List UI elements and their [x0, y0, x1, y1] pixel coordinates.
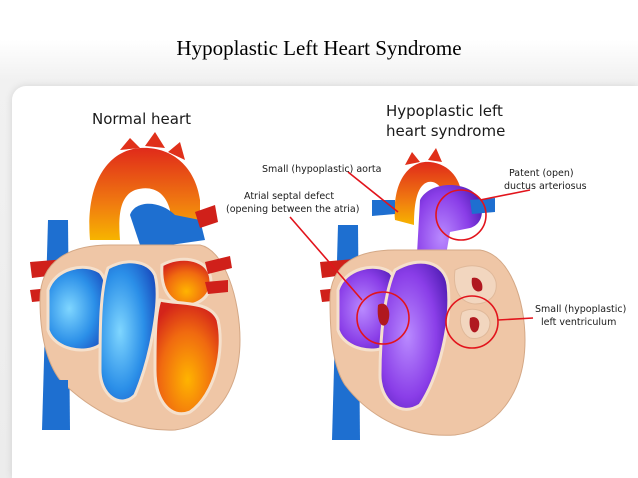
label-lv-line2: left ventriculum — [541, 317, 616, 328]
label-asd-line2: (opening between the atria) — [226, 204, 359, 215]
pulmonary-trunk — [130, 203, 205, 245]
pda-pointer — [479, 189, 531, 201]
hlhs-heart — [320, 148, 526, 440]
lv-pointer — [497, 317, 534, 321]
hlhs-heading-line2: heart syndrome — [386, 122, 505, 140]
hlhs-heading-line1: Hypoplastic left — [386, 102, 503, 120]
right-ventricle — [98, 260, 159, 403]
slide-title: Hypoplastic Left Heart Syndrome — [176, 36, 462, 60]
label-lv-line1: Small (hypoplastic) — [535, 304, 626, 315]
hlhs-small-aorta — [394, 161, 462, 225]
aorta-pointer — [347, 171, 399, 213]
label-asd-line1: Atrial septal defect — [244, 191, 334, 202]
asd-highlight-circle — [356, 291, 410, 345]
lv-highlight-circle — [445, 295, 499, 349]
label-pda-line2: ductus arteriosus — [504, 181, 587, 192]
label-pda-line1: Patent (open) — [509, 168, 574, 179]
left-atrium — [160, 257, 213, 307]
normal-heart — [30, 132, 241, 431]
left-ventricle — [153, 298, 222, 416]
label-small-aorta: Small (hypoplastic) aorta — [262, 164, 381, 175]
pda-highlight-circle — [435, 189, 487, 241]
normal-heart-heading: Normal heart — [92, 110, 191, 128]
annotations — [289, 171, 534, 349]
asd-pointer — [289, 216, 363, 301]
hlhs-right-ventricle — [378, 260, 451, 411]
